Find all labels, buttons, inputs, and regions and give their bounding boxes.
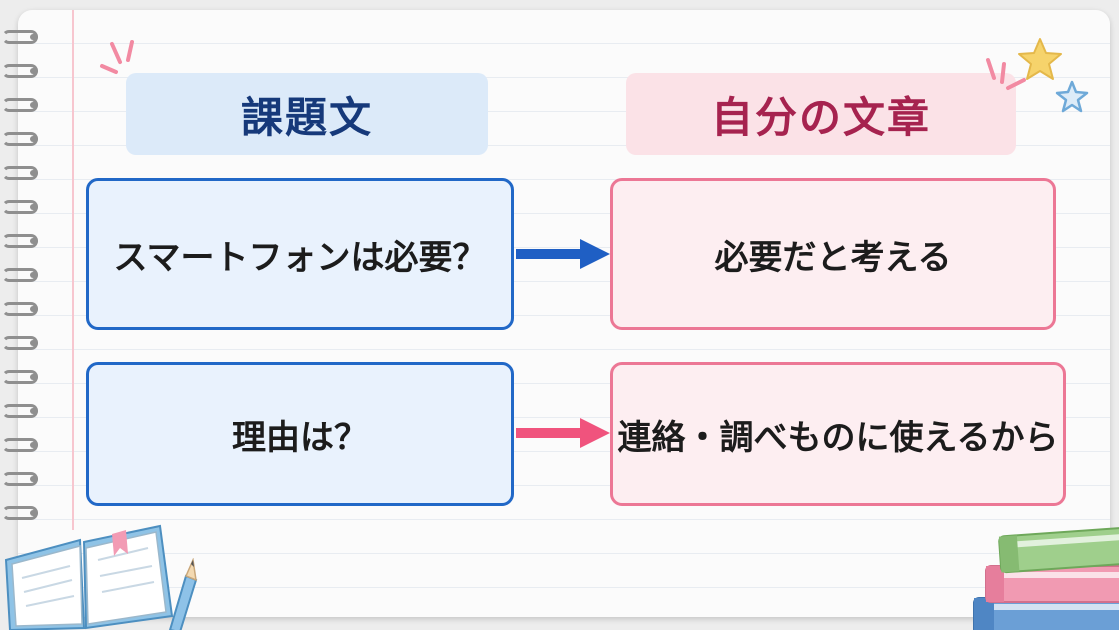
pink-arrow-icon bbox=[516, 418, 610, 448]
answer-text-1: 必要だと考える bbox=[714, 237, 952, 278]
sparkle-icon bbox=[100, 40, 134, 74]
star-icon bbox=[1018, 38, 1062, 80]
question-box-1: スマートフォンは必要？ bbox=[86, 178, 514, 330]
sparkle-icon bbox=[986, 58, 1026, 90]
answer-text-2: 連絡・調べものに使えるから bbox=[617, 417, 1059, 458]
blue-arrow-icon bbox=[516, 239, 610, 269]
star-outline-icon bbox=[1055, 80, 1089, 113]
task-text-header: 課題文 bbox=[126, 73, 488, 155]
notebook-margin-line bbox=[72, 10, 74, 530]
book-stack-icon bbox=[973, 526, 1119, 630]
question-text-2: 理由は？ bbox=[232, 417, 368, 458]
question-text-1: スマートフォンは必要？ bbox=[113, 237, 487, 278]
open-book-icon bbox=[4, 524, 174, 630]
answer-box-2: 連絡・調べものに使えるから bbox=[610, 362, 1066, 506]
own-text-header: 自分の文章 bbox=[626, 73, 1016, 155]
answer-box-1: 必要だと考える bbox=[610, 178, 1056, 330]
pencil-icon bbox=[168, 558, 198, 630]
question-box-2: 理由は？ bbox=[86, 362, 514, 506]
